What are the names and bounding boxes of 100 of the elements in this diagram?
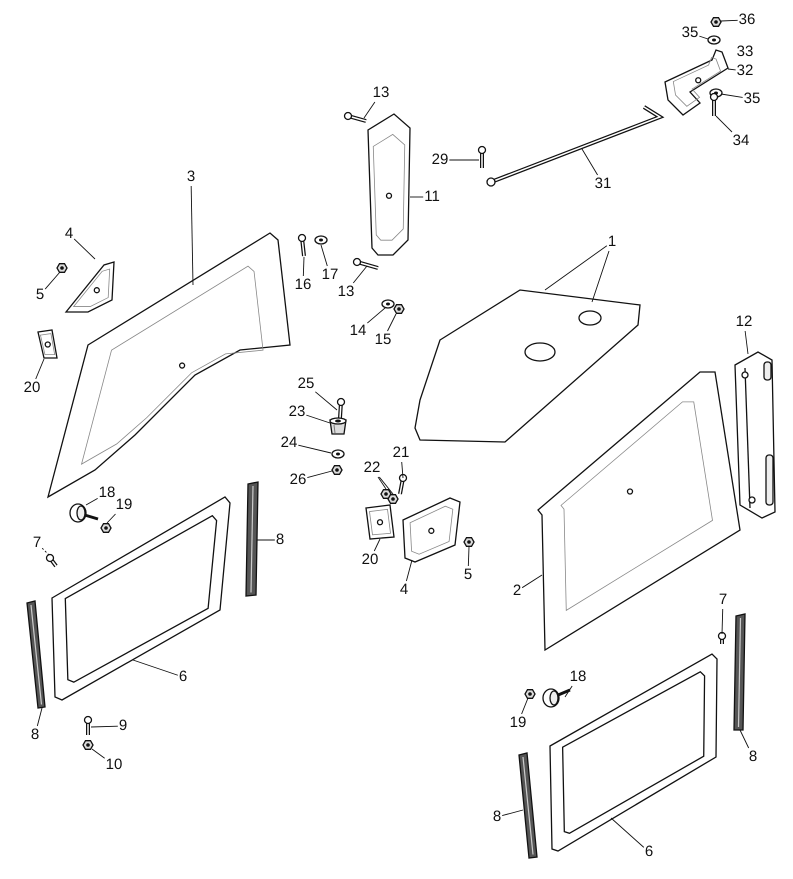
callout-number: 9 [118, 718, 128, 734]
hex-nut [100, 523, 112, 533]
leader-line [42, 548, 50, 556]
leader-line [722, 608, 724, 634]
hex-nut [524, 689, 536, 699]
leader-line [352, 266, 368, 284]
door-hinge [734, 351, 776, 519]
callout-number: 6 [178, 669, 188, 685]
hex-nut [56, 263, 68, 273]
grease-fitting [478, 146, 486, 168]
door-hinge [367, 113, 411, 256]
callout-number: 29 [432, 152, 448, 168]
rod [486, 105, 664, 187]
bolt [344, 112, 367, 123]
callout-number: 13 [338, 284, 354, 300]
leader-line [306, 470, 332, 478]
washer [707, 35, 721, 45]
callout-number: 10 [106, 757, 122, 773]
callout-number: 35 [682, 25, 698, 41]
leader-line [132, 660, 178, 676]
callout-number: 4 [64, 226, 74, 242]
bolt [710, 92, 718, 116]
leader-line [406, 560, 412, 582]
leader-line [378, 476, 394, 494]
leader-line [314, 391, 338, 410]
leader-line [35, 358, 44, 380]
rubber-grommet [329, 417, 347, 435]
callout-number: 3 [186, 169, 196, 185]
washer [381, 299, 395, 309]
callout-number: 15 [374, 332, 392, 348]
callout-number: 16 [294, 277, 312, 293]
leader-line [698, 36, 708, 40]
callout-number: 5 [36, 287, 44, 303]
callout-number: 18 [570, 669, 586, 685]
callout-number: 14 [350, 323, 366, 339]
callout-number: 5 [464, 567, 472, 583]
callout-number: 36 [738, 12, 756, 28]
bolt [336, 398, 346, 418]
callout-number: 7 [32, 535, 42, 551]
leader-line [302, 256, 304, 276]
leader-line [320, 244, 328, 266]
mounting-bracket [664, 49, 729, 116]
screw [46, 554, 58, 568]
leader-line [86, 498, 98, 506]
leader-line [74, 238, 96, 260]
leader-line [387, 314, 396, 332]
callout-number: 1 [608, 234, 616, 250]
leader-line [366, 308, 386, 324]
mounting-bracket [365, 504, 395, 540]
hex-nut [710, 17, 722, 27]
leader-line [564, 686, 573, 698]
callout-number: 11 [424, 189, 440, 205]
leader-line [592, 250, 610, 302]
leader-line [106, 514, 116, 524]
rubber-bumper [69, 503, 98, 523]
leader-line [720, 20, 738, 22]
callout-number: 8 [492, 809, 502, 825]
callout-number: 25 [298, 376, 314, 392]
callout-number: 21 [392, 445, 410, 461]
callout-number: 20 [24, 380, 40, 396]
hex-nut [463, 537, 475, 547]
leader-line [521, 698, 528, 714]
screw [718, 632, 726, 644]
leader-line [502, 810, 524, 816]
callout-number: 18 [98, 485, 116, 501]
bolt [84, 716, 92, 735]
rubber-seal [245, 481, 259, 597]
leader-line [744, 330, 748, 354]
bolt [352, 258, 379, 270]
hex-nut [82, 740, 94, 750]
hex-nut [393, 304, 405, 314]
bolt [298, 234, 306, 256]
leader-line [544, 245, 608, 290]
leader-line [378, 476, 386, 490]
callout-number: 12 [736, 314, 752, 330]
mounting-bracket [37, 329, 58, 359]
leader-line [298, 444, 332, 454]
leader-line [716, 116, 732, 132]
callout-number: 7 [718, 592, 728, 608]
tank-panel [414, 289, 641, 443]
leader-line [720, 94, 744, 98]
leader-line [374, 538, 380, 552]
leader-line [190, 186, 194, 286]
leader-line [92, 748, 106, 759]
callout-number: 6 [644, 844, 654, 860]
callout-number: 33 [736, 44, 754, 60]
leader-line [90, 726, 118, 728]
callout-number: 8 [30, 727, 40, 743]
leader-line [740, 730, 750, 748]
callout-number: 23 [288, 404, 306, 420]
washer [331, 449, 345, 459]
leader-line [401, 462, 404, 478]
callout-number: 19 [116, 497, 132, 513]
rubber-seal [26, 600, 46, 709]
washer [314, 235, 328, 245]
callout-number: 34 [732, 133, 750, 149]
callout-number: 8 [748, 749, 758, 765]
door-latch [402, 497, 461, 563]
callout-number: 17 [322, 267, 338, 283]
leader-line [610, 818, 644, 848]
